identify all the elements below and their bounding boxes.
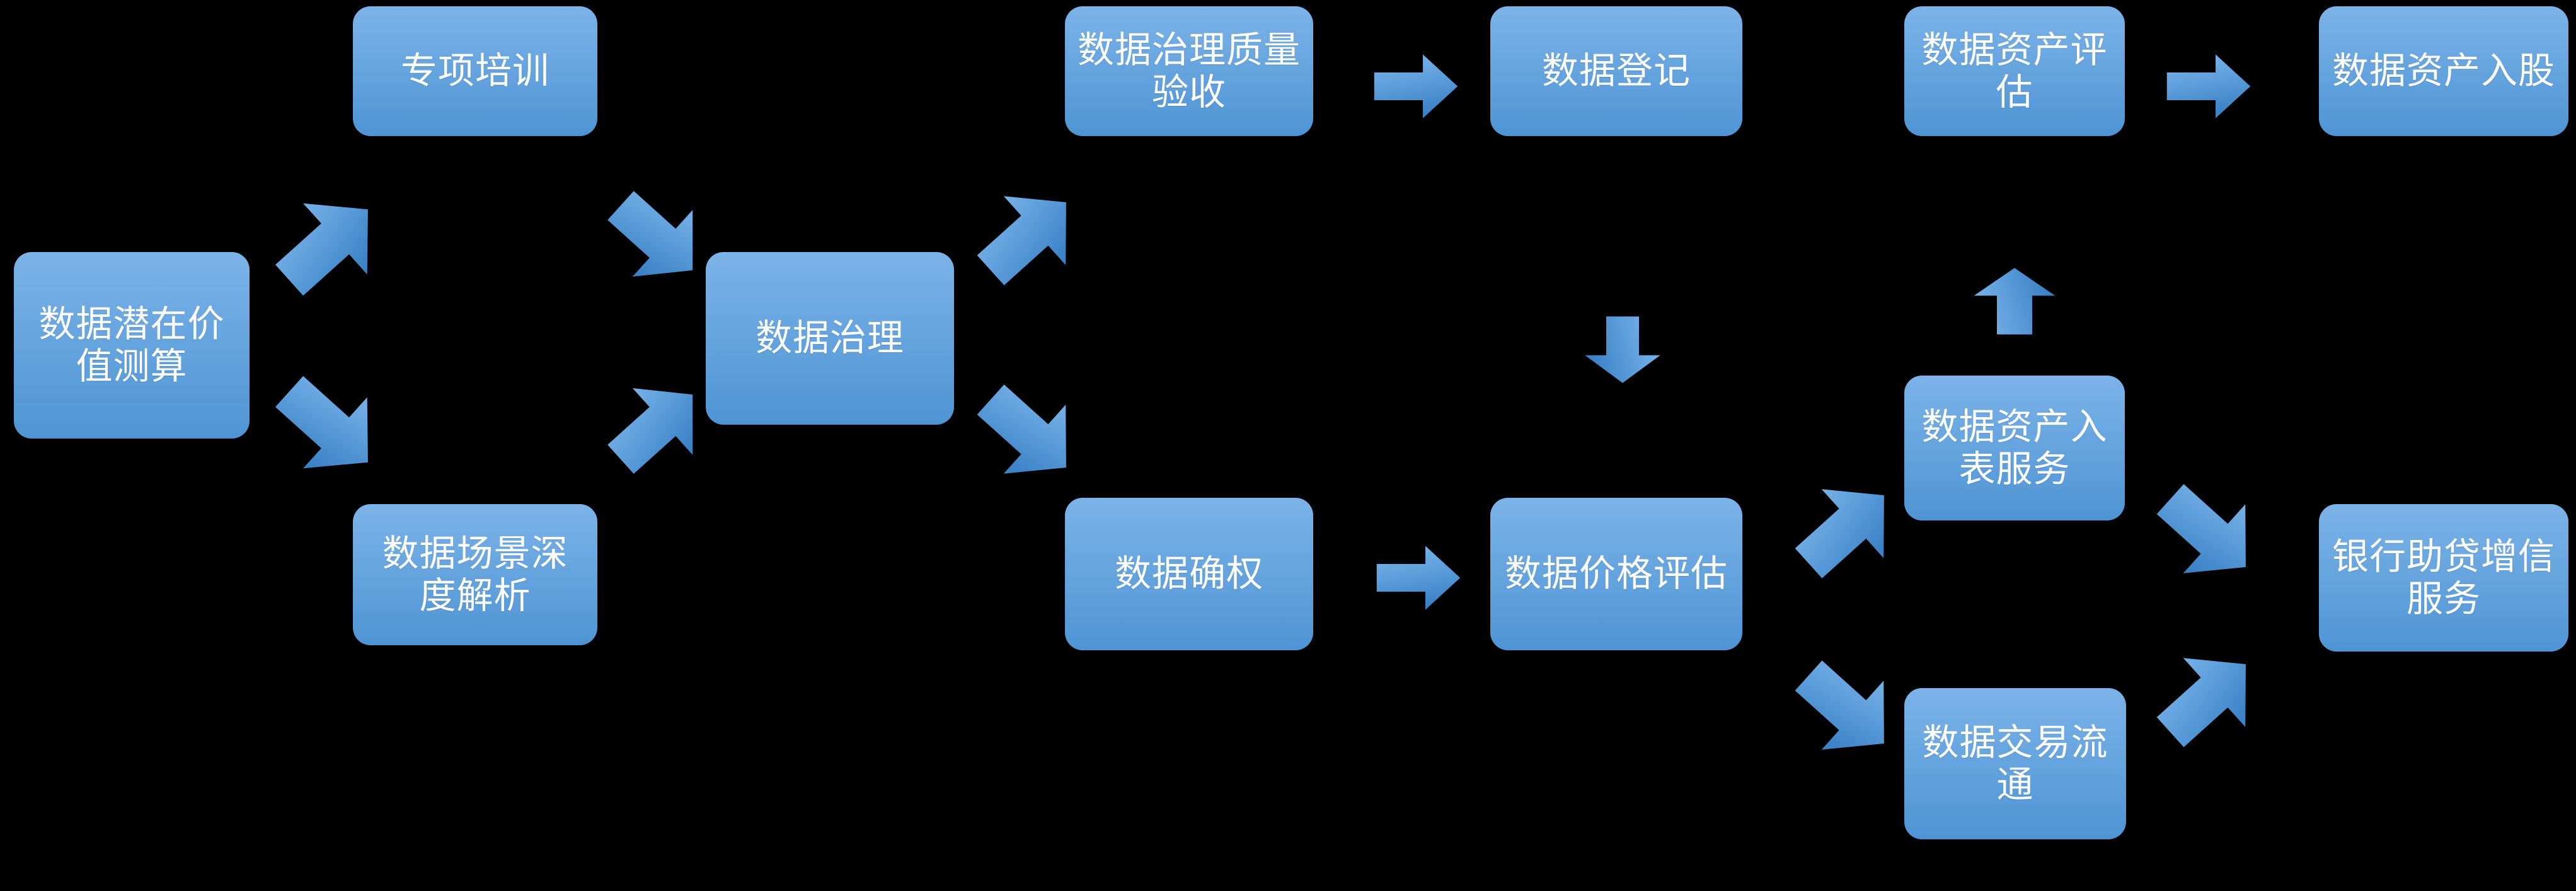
connector-arrow-up-right [955, 163, 1101, 309]
connector-arrow-down-right [587, 168, 727, 308]
process-node-n8[interactable]: 数据价格评估 [1490, 498, 1742, 650]
connector-arrow-down-right [1773, 636, 1919, 782]
connector-arrow-up-right [253, 170, 404, 321]
process-node-n1[interactable]: 数据潜在价值测算 [14, 252, 250, 439]
process-node-label: 数据确权 [1114, 553, 1263, 595]
connector-arrow-up-right [587, 357, 727, 497]
process-node-label: 数据治理 [755, 318, 904, 359]
connector-arrow-down-right [253, 352, 404, 503]
process-node-n11[interactable]: 数据交易流通 [1904, 688, 2126, 839]
connector-arrow-down [1582, 315, 1664, 384]
process-node-label: 数据潜在价值测算 [38, 303, 225, 387]
process-node-n10[interactable]: 数据资产入表服务 [1904, 376, 2125, 520]
connector-arrow-up-right [1773, 456, 1919, 602]
process-node-label: 数据资产评估 [1921, 29, 2108, 113]
process-node-label: 数据价格评估 [1504, 553, 1728, 595]
process-node-n13[interactable]: 银行助贷增信服务 [2319, 504, 2568, 652]
connector-arrow-down-right [2135, 460, 2281, 606]
process-node-n6[interactable]: 数据确权 [1065, 498, 1313, 650]
process-node-n5[interactable]: 数据治理质量验收 [1065, 6, 1313, 136]
process-node-label: 数据资产入股 [2332, 50, 2555, 92]
process-node-label: 银行助贷增信服务 [2332, 536, 2555, 619]
process-node-n4[interactable]: 数据治理 [706, 252, 954, 425]
process-node-label: 数据场景深度解析 [382, 532, 568, 616]
connector-arrow-down-right [955, 360, 1101, 506]
process-node-label: 数据交易流通 [1922, 721, 2108, 805]
process-node-n2[interactable]: 专项培训 [353, 6, 597, 136]
process-node-n12[interactable]: 数据资产入股 [2319, 6, 2568, 136]
process-node-label: 数据登记 [1541, 50, 1691, 92]
process-node-label: 专项培训 [400, 50, 549, 92]
connector-arrow-up [1970, 267, 2059, 336]
connector-arrow-right [2165, 52, 2252, 121]
connector-arrow-right [1375, 543, 1462, 612]
connector-arrow-right [1372, 52, 1459, 121]
process-node-label: 数据资产入表服务 [1921, 406, 2108, 490]
process-node-n7[interactable]: 数据登记 [1490, 6, 1742, 136]
process-node-label: 数据治理质量验收 [1077, 29, 1301, 113]
connector-arrow-up-right [2135, 625, 2281, 771]
process-node-n3[interactable]: 数据场景深度解析 [353, 504, 597, 645]
process-node-n9[interactable]: 数据资产评估 [1904, 6, 2125, 136]
